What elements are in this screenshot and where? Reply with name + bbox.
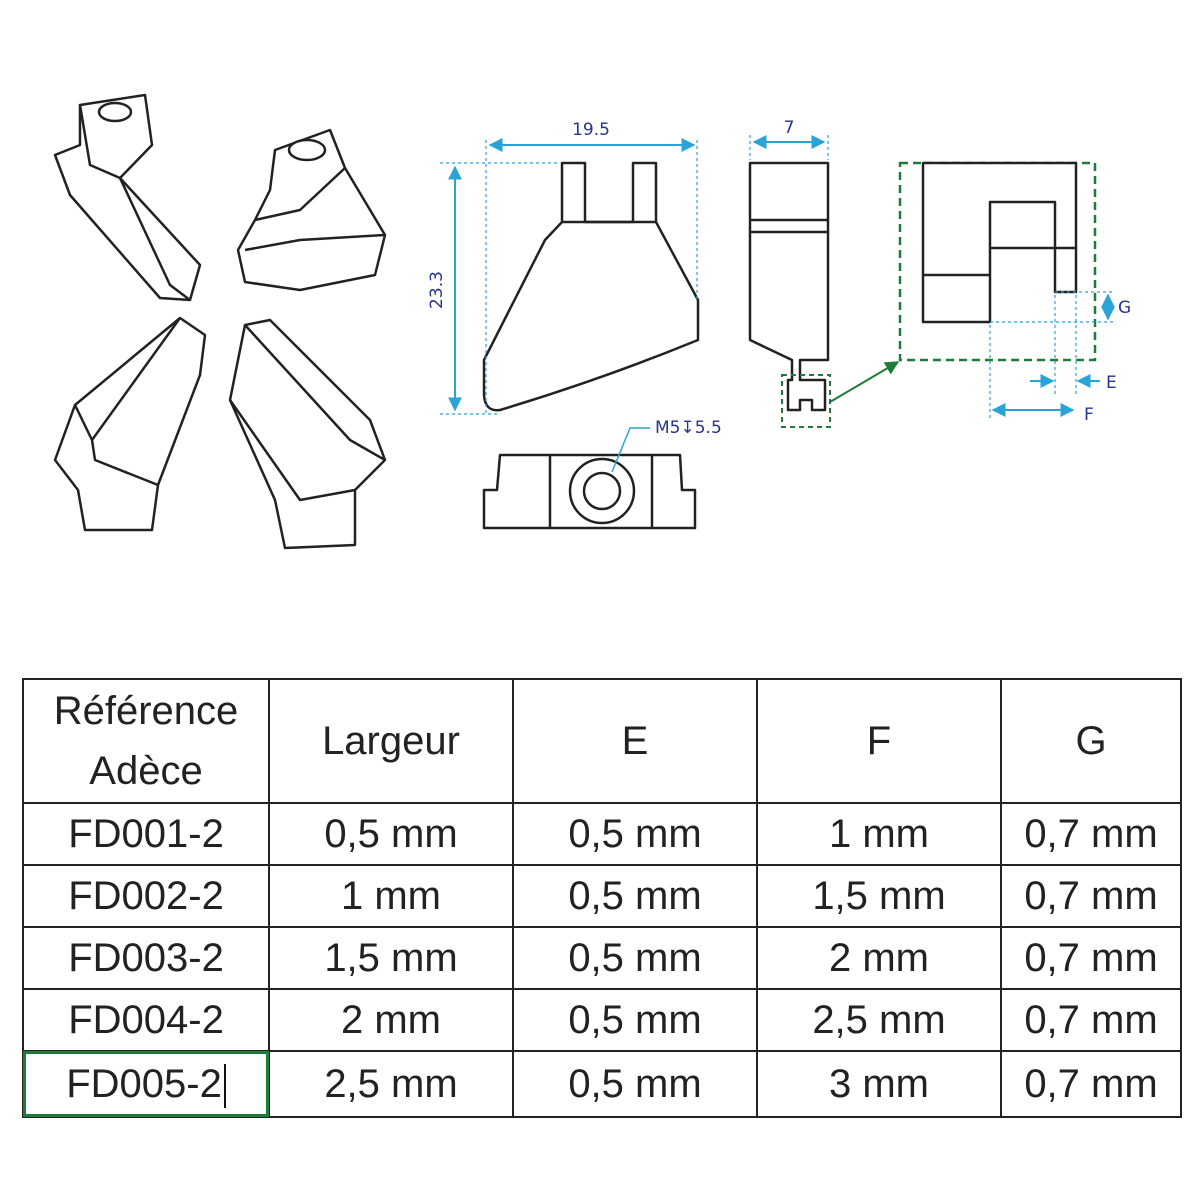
cell-e[interactable]: 0,5 mm <box>512 864 758 928</box>
table-row: FD005-2 2,5 mm 0,5 mm 3 mm 0,7 mm <box>22 1050 1182 1118</box>
table-row: FD004-2 2 mm 0,5 mm 2,5 mm 0,7 mm <box>22 988 1182 1052</box>
cell-largeur[interactable]: 1 mm <box>268 864 514 928</box>
cell-largeur[interactable]: 0,5 mm <box>268 802 514 866</box>
table-header-row: Référence Adèce Largeur E F G <box>22 678 1182 804</box>
cell-g[interactable]: 0,7 mm <box>1000 864 1182 928</box>
iso-view-4 <box>228 318 387 550</box>
side-view <box>748 161 830 412</box>
cell-reference[interactable]: FD003-2 <box>22 926 270 990</box>
cell-reference[interactable]: FD004-2 <box>22 988 270 1052</box>
detail-dimensions <box>989 291 1115 418</box>
iso-view-3 <box>53 316 207 532</box>
header-e: E <box>512 678 758 804</box>
header-largeur: Largeur <box>268 678 514 804</box>
cell-e[interactable]: 0,5 mm <box>512 1050 758 1118</box>
cell-f[interactable]: 1,5 mm <box>756 864 1002 928</box>
header-f: F <box>756 678 1002 804</box>
detail-leader <box>829 361 900 403</box>
cell-f[interactable]: 2,5 mm <box>756 988 1002 1052</box>
cell-largeur[interactable]: 2 mm <box>268 988 514 1052</box>
table-row: FD002-2 1 mm 0,5 mm 1,5 mm 0,7 mm <box>22 864 1182 928</box>
cell-e[interactable]: 0,5 mm <box>512 926 758 990</box>
technical-drawing: 19.5 23.3 M5↧5.5 7 <box>53 93 1131 550</box>
cell-e[interactable]: 0,5 mm <box>512 802 758 866</box>
cell-f[interactable]: 1 mm <box>756 802 1002 866</box>
table-row: FD003-2 1,5 mm 0,5 mm 2 mm 0,7 mm <box>22 926 1182 990</box>
height-label: 23.3 <box>427 271 447 309</box>
cell-g[interactable]: 0,7 mm <box>1000 988 1182 1052</box>
thread-label: M5↧5.5 <box>655 418 722 438</box>
text-cursor <box>223 1064 226 1109</box>
height-dimension: 23.3 <box>427 162 560 415</box>
bottom-view <box>482 453 697 530</box>
cell-e[interactable]: 0,5 mm <box>512 988 758 1052</box>
cell-g[interactable]: 0,7 mm <box>1000 926 1182 990</box>
cell-text: FD005-2 <box>66 1062 222 1106</box>
g-label: G <box>1118 298 1131 318</box>
f-label: F <box>1084 405 1094 425</box>
iso-view-1 <box>53 93 202 302</box>
cell-f[interactable]: 2 mm <box>756 926 1002 990</box>
width-label: 19.5 <box>572 120 610 140</box>
detail-view <box>921 161 1078 324</box>
front-view <box>482 161 700 412</box>
cell-g[interactable]: 0,7 mm <box>1000 802 1182 866</box>
specification-table: Référence Adèce Largeur E F G FD001-2 0,… <box>22 678 1182 1118</box>
cell-reference-selected[interactable]: FD005-2 <box>22 1050 270 1118</box>
thread-callout: M5↧5.5 <box>611 418 722 473</box>
header-g: G <box>1000 678 1182 804</box>
thickness-dimension: 7 <box>749 118 829 160</box>
width-dimension: 19.5 <box>485 120 698 415</box>
cell-reference[interactable]: FD002-2 <box>22 864 270 928</box>
iso-view-2 <box>236 128 387 292</box>
cell-g[interactable]: 0,7 mm <box>1000 1050 1182 1118</box>
cell-f[interactable]: 3 mm <box>756 1050 1002 1118</box>
cell-reference[interactable]: FD001-2 <box>22 802 270 866</box>
cell-largeur[interactable]: 2,5 mm <box>268 1050 514 1118</box>
cell-largeur[interactable]: 1,5 mm <box>268 926 514 990</box>
table-row: FD001-2 0,5 mm 0,5 mm 1 mm 0,7 mm <box>22 802 1182 866</box>
header-reference: Référence Adèce <box>22 678 270 804</box>
thickness-label: 7 <box>784 118 795 138</box>
e-label: E <box>1106 373 1117 393</box>
